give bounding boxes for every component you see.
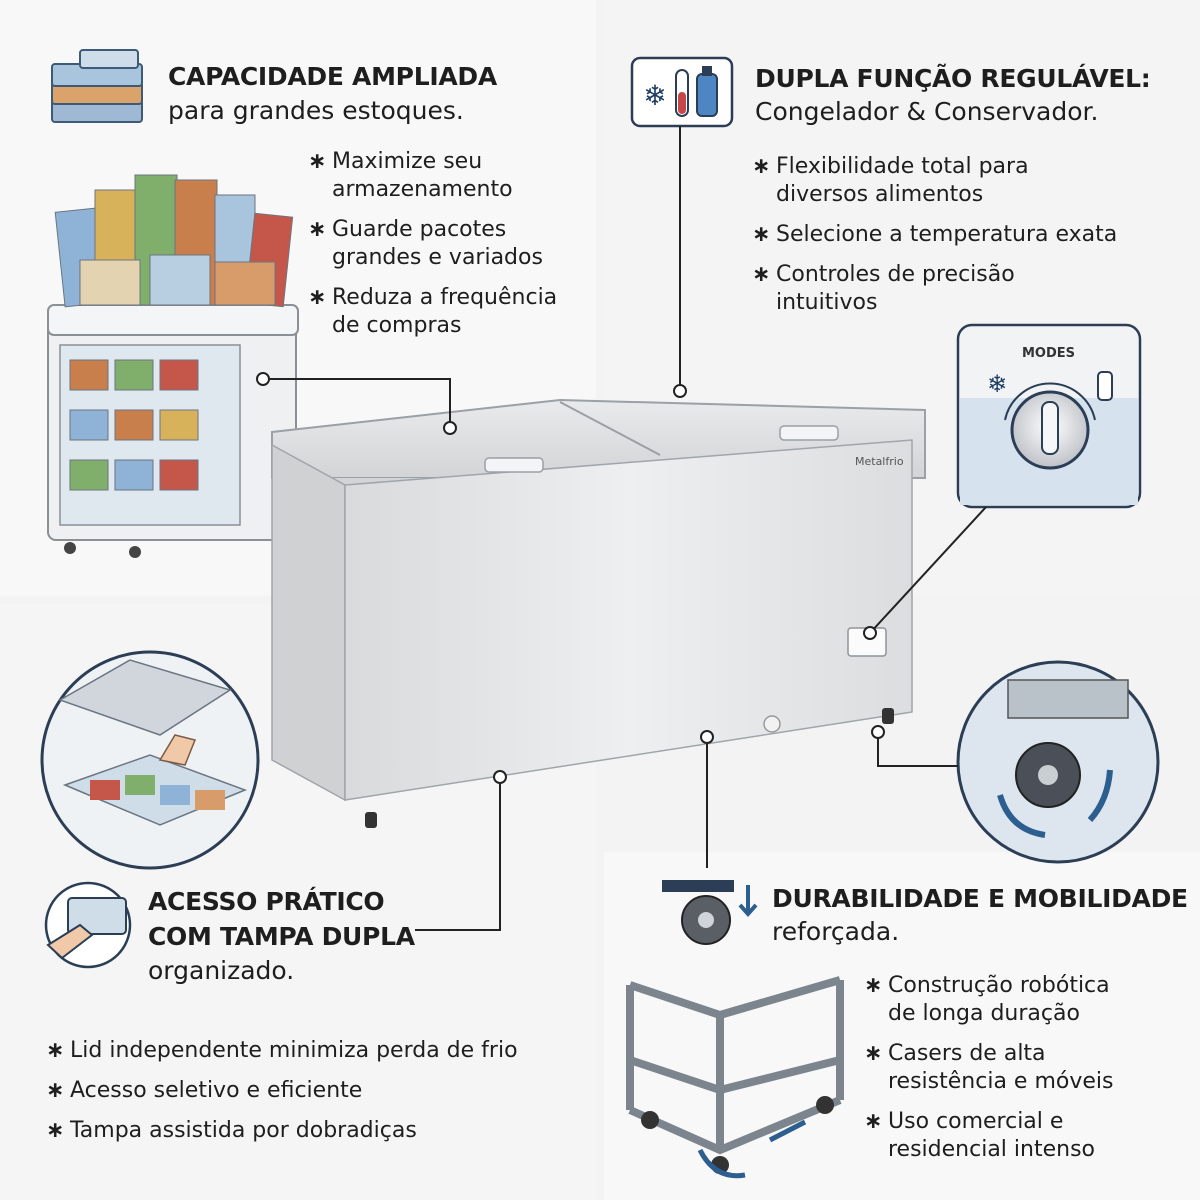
chest-freezer-illustration (271, 398, 926, 828)
callout-dots (256, 372, 885, 784)
dual-subtitle: Congelador & Conservador. (755, 97, 1099, 126)
control-panel-inset: ❄ (956, 323, 1142, 509)
access-subtitle: organizado. (148, 956, 295, 985)
capacity-bullet: Guarde pacotes grandes e variados (308, 216, 588, 272)
durability-bullet: Uso comercial e residencial intenso (864, 1108, 1184, 1164)
svg-text:❄: ❄ (643, 79, 666, 112)
svg-text:❄: ❄ (987, 370, 1007, 398)
dual-bullet: Controles de precisão intuitivos (752, 261, 1172, 317)
durability-bullet: Casers de alta resistência e móveis (864, 1040, 1184, 1096)
durability-title: DURABILIDADE E MOBILIDADE (772, 884, 1188, 913)
caster-wheel-icon (662, 880, 758, 945)
caster-wheel-inset (956, 660, 1160, 864)
dual-bullet: Flexibilidade total para diversos alimen… (752, 153, 1172, 209)
access-title-line2: COM TAMPA DUPLA (148, 922, 415, 951)
durability-subtitle: reforçada. (772, 917, 900, 946)
frozen-packages-icon (51, 49, 143, 123)
stainless-frame-illustration (626, 976, 844, 1155)
access-bullet: Tampa assistida por dobradiças (46, 1117, 586, 1145)
dual-title: DUPLA FUNÇÃO REGULÁVEL: (755, 64, 1151, 93)
display-freezer-illustration (47, 174, 299, 558)
access-bullet: Lid independente minimiza perda de frio (46, 1037, 586, 1065)
capacity-title: CAPACIDADE AMPLIADA (168, 62, 497, 91)
access-bullets: Lid independente minimiza perda de frio … (46, 1037, 586, 1157)
capacity-bullets: Maximize seu armazenamento Guarde pacote… (308, 148, 588, 352)
dual-bullets: Flexibilidade total para diversos alimen… (752, 153, 1172, 329)
dual-bullet: Selecione a temperatura exata (752, 221, 1172, 249)
frame-wheels (641, 1096, 834, 1174)
capacity-bullet: Maximize seu armazenamento (308, 148, 588, 204)
access-title-line1: ACESSO PRÁTICO (148, 887, 385, 916)
modes-label: MODES (1022, 346, 1076, 361)
durability-bullet: Construção robótica de longa duração (864, 972, 1184, 1028)
open-lid-illustration (40, 650, 260, 870)
access-bullet: Acesso seletivo e eficiente (46, 1077, 586, 1105)
dual-function-icon: ❄ (630, 56, 734, 128)
capacity-subtitle: para grandes estoques. (168, 96, 464, 125)
durability-bullets: Construção robótica de longa duração Cas… (864, 972, 1184, 1176)
hand-lid-icon (44, 881, 132, 969)
callout-lines (263, 126, 987, 931)
capacity-bullet: Reduza a frequência de compras (308, 284, 588, 340)
brand-label: Metalfrio (855, 455, 904, 468)
